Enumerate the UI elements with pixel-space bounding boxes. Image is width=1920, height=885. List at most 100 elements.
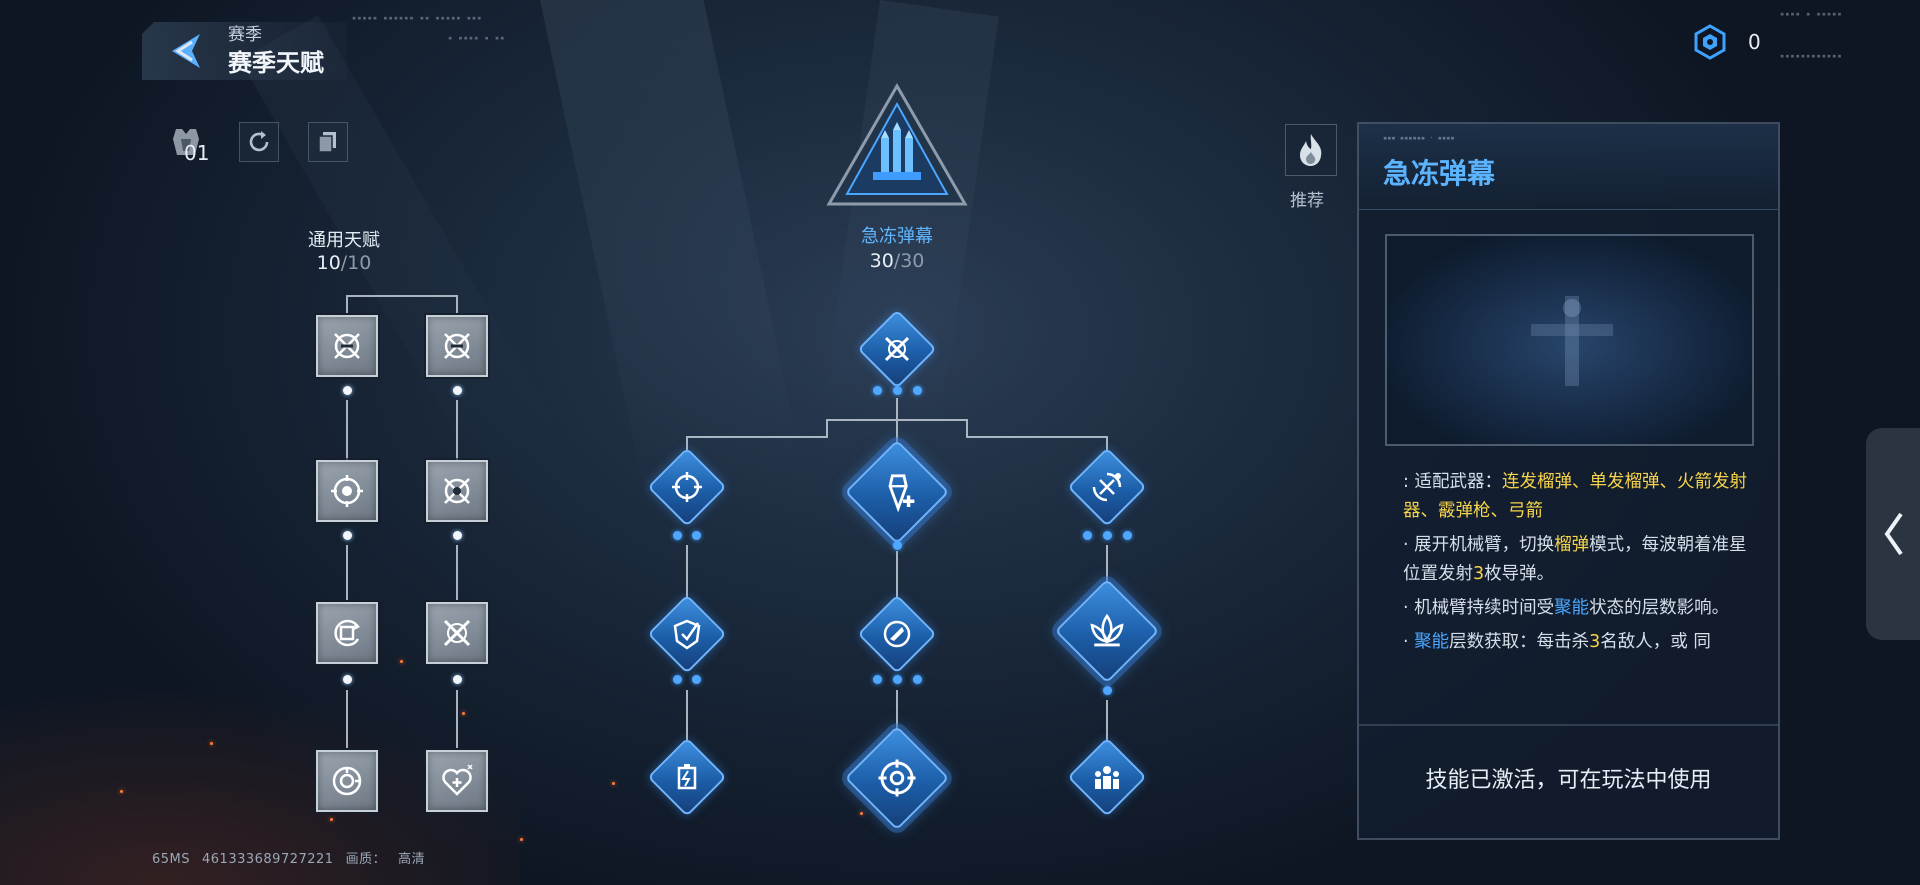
node-level-dot xyxy=(1123,531,1132,540)
target-burst-icon xyxy=(672,472,702,502)
player-id: 461333689727221 xyxy=(202,852,334,867)
detail-description: : 适配武器：连发榴弹、单发榴弹、火箭发射器、霰弹枪、弓箭 · 展开机械臂，切换… xyxy=(1403,468,1751,662)
node-level-dot xyxy=(343,675,352,684)
crossed-blades-icon xyxy=(443,619,471,647)
spin-strike-icon xyxy=(1092,472,1122,502)
crystal-plus-icon xyxy=(888,474,915,513)
armor-preset-icon xyxy=(173,129,199,155)
decorative-tech-text: ▪▪▪ ▪▪▪▪▪▪ · ▪▪▪▪ xyxy=(1383,134,1455,142)
refresh-icon xyxy=(249,131,269,152)
battery-boost-icon xyxy=(677,764,697,790)
heart-boost-icon xyxy=(442,764,473,796)
copy-button[interactable] xyxy=(308,122,348,162)
preset-slot-number: 01 xyxy=(184,141,210,165)
node-level-dot xyxy=(692,675,701,684)
panel-divider xyxy=(1359,724,1778,726)
featured-talent-title: 急冻弹幕 xyxy=(861,226,933,247)
node-level-dot xyxy=(873,386,882,395)
missile-rack-icon xyxy=(826,82,968,206)
claw-burst-icon xyxy=(444,333,470,359)
featured-talent-node[interactable] xyxy=(1071,741,1143,813)
featured-talent-node[interactable] xyxy=(1061,585,1153,677)
node-level-dot xyxy=(673,675,682,684)
node-level-dot xyxy=(692,531,701,540)
claw-burst-icon xyxy=(334,333,360,359)
featured-talent-node[interactable] xyxy=(651,741,723,813)
node-level-dot xyxy=(913,386,922,395)
node-level-dot xyxy=(673,531,682,540)
featured-talent-node[interactable] xyxy=(851,446,943,538)
node-level-dot xyxy=(913,675,922,684)
general-talent-node[interactable] xyxy=(426,602,488,664)
node-level-dot xyxy=(1103,531,1112,540)
node-level-dot xyxy=(873,675,882,684)
decorative-tech-text: ▪▪▪▪ ▪ ▪▪▪▪▪ xyxy=(1780,10,1843,18)
node-level-dot xyxy=(343,531,352,540)
detail-line-2: · 机械臂持续时间受聚能状态的层数影响。 xyxy=(1403,598,1730,618)
featured-talent-root-node[interactable] xyxy=(861,313,933,385)
detail-line-1: · 展开机械臂，切换榴弹模式，每波朝着准星位置发射3枚导弹。 xyxy=(1403,535,1747,584)
squad-icon xyxy=(1095,766,1119,789)
detail-weapons: : 适配武器：连发榴弹、单发榴弹、火箭发射器、霰弹枪、弓箭 xyxy=(1403,472,1747,521)
node-level-dot xyxy=(453,386,462,395)
featured-talent-points: 30/30 xyxy=(869,250,925,272)
crossed-blades-icon xyxy=(884,336,910,362)
featured-talent-node[interactable] xyxy=(861,598,933,670)
target-reticle-icon xyxy=(331,475,363,507)
latency-readout: 65MS xyxy=(152,852,191,867)
recommend-label: 推荐 xyxy=(1290,191,1324,211)
node-level-dot xyxy=(1103,686,1112,695)
node-level-dot xyxy=(893,541,902,550)
skill-status-text: 技能已激活，可在玩法中使用 xyxy=(1425,768,1712,793)
decorative-tech-text: ▪ ▪▪▪▪ ▪ ▪▪ xyxy=(448,34,506,42)
side-panel-toggle[interactable] xyxy=(1866,428,1920,640)
general-talent-node[interactable] xyxy=(426,315,488,377)
preview-silhouette xyxy=(1531,296,1613,386)
featured-talent-node[interactable] xyxy=(851,732,943,824)
breadcrumb-parent: 赛季 xyxy=(228,25,262,45)
general-talent-node[interactable] xyxy=(426,460,488,522)
node-level-dot xyxy=(453,531,462,540)
shield-swap-icon xyxy=(334,619,360,647)
detail-line-3: · 聚能层数获取：每击杀3名敌人，或 同 xyxy=(1403,632,1711,652)
copy-icon xyxy=(318,132,336,153)
lotus-icon xyxy=(1090,613,1124,647)
preset-slot-button[interactable] xyxy=(166,122,206,162)
general-talent-node[interactable] xyxy=(426,750,488,812)
node-level-dot xyxy=(1083,531,1092,540)
panel-header xyxy=(1359,124,1778,210)
reset-button[interactable] xyxy=(239,122,279,162)
quality-readout: 画质：高清 xyxy=(345,852,426,867)
flame-icon xyxy=(1300,134,1322,166)
rocket-target-icon xyxy=(883,620,911,648)
featured-talent-node[interactable] xyxy=(651,598,723,670)
currency-value: 0 xyxy=(1748,30,1761,54)
general-talent-node[interactable] xyxy=(316,750,378,812)
page-title: 赛季天赋 xyxy=(228,49,324,77)
season-token-icon xyxy=(1692,24,1728,60)
decorative-tech-text: ▪▪▪▪▪ ▪▪▪▪▪▪ ▪▪ ▪▪▪▪▪ ▪▪▪ xyxy=(352,14,483,22)
crosshair-ring-icon xyxy=(878,759,916,797)
currency-display: 0 xyxy=(1692,24,1761,60)
orb-spark-icon xyxy=(332,766,362,796)
featured-talent-emblem[interactable] xyxy=(823,82,971,212)
general-talent-node[interactable] xyxy=(316,460,378,522)
status-footer: 65MS 461333689727221 画质：高清 xyxy=(152,848,449,867)
recommend-button[interactable] xyxy=(1285,124,1337,176)
general-talent-node[interactable] xyxy=(316,602,378,664)
decorative-tech-text: ▪▪▪▪▪▪▪▪▪▪▪▪ xyxy=(1780,52,1843,60)
node-level-dot xyxy=(893,675,902,684)
back-arrow-icon[interactable] xyxy=(162,30,206,72)
general-talent-node[interactable] xyxy=(316,315,378,377)
node-level-dot xyxy=(893,386,902,395)
talent-detail-panel: ▪▪▪ ▪▪▪▪▪▪ · ▪▪▪▪ 急冻弹幕 : 适配武器：连发榴弹、单发榴弹、… xyxy=(1357,122,1780,840)
featured-talent-node[interactable] xyxy=(1071,451,1143,523)
skill-preview-video[interactable] xyxy=(1385,234,1754,446)
detail-title: 急冻弹幕 xyxy=(1383,157,1496,190)
featured-talent-node[interactable] xyxy=(651,451,723,523)
chevron-left-icon xyxy=(1884,512,1903,556)
node-level-dot xyxy=(343,386,352,395)
shield-arrow-icon xyxy=(673,619,701,650)
general-talents-points: 10/10 xyxy=(316,252,372,274)
